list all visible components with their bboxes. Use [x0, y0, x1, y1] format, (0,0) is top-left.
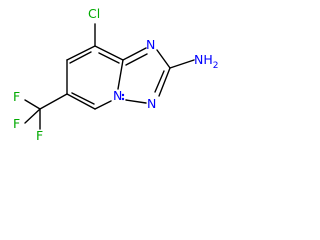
bond-cf3-f1 — [24, 99, 41, 110]
atom-label-nh: NH — [194, 52, 213, 67]
bond-c6-c5-inner — [71, 92, 95, 105]
atom-label-n1: N — [146, 37, 155, 52]
bond-n1-c2 — [156, 49, 171, 69]
atom-label-f2: F — [13, 116, 20, 131]
bond-c6-c5 — [66, 93, 96, 110]
atom-label-f3: F — [36, 128, 43, 143]
atom-label-nh2: NH2 — [194, 52, 218, 71]
atom-label-cl: Cl — [88, 6, 100, 21]
amine-subscript: 2 — [213, 61, 219, 71]
bond-c2-n3 — [158, 67, 171, 97]
bond-c6-cf3 — [39, 93, 68, 110]
bond-c2-n3-inner — [154, 70, 165, 93]
atom-label-n4: N — [113, 88, 122, 103]
bond-n4-c8a — [117, 59, 124, 90]
molecule-structure: Cl N NH2 N N F F F — [13, 6, 218, 143]
bond-c7-c7-inner — [69, 51, 92, 64]
bond-cf3-f2 — [24, 108, 41, 124]
bond-c8a-c8 — [94, 45, 124, 61]
bond-c8-c7 — [66, 45, 96, 61]
lone-pair-dot — [121, 93, 125, 97]
lone-pair-dot — [121, 97, 125, 101]
bond-c8a-n1 — [122, 47, 147, 61]
atom-label-n3: N — [147, 96, 156, 111]
bond-c2-nh2 — [169, 59, 195, 69]
bond-c8a-n1-inner — [125, 53, 148, 66]
bond-n3-n4 — [125, 99, 147, 104]
bond-c8a-c8-inner — [98, 52, 120, 64]
bond-c5-n4 — [94, 100, 112, 110]
atom-label-f1: F — [13, 89, 20, 104]
